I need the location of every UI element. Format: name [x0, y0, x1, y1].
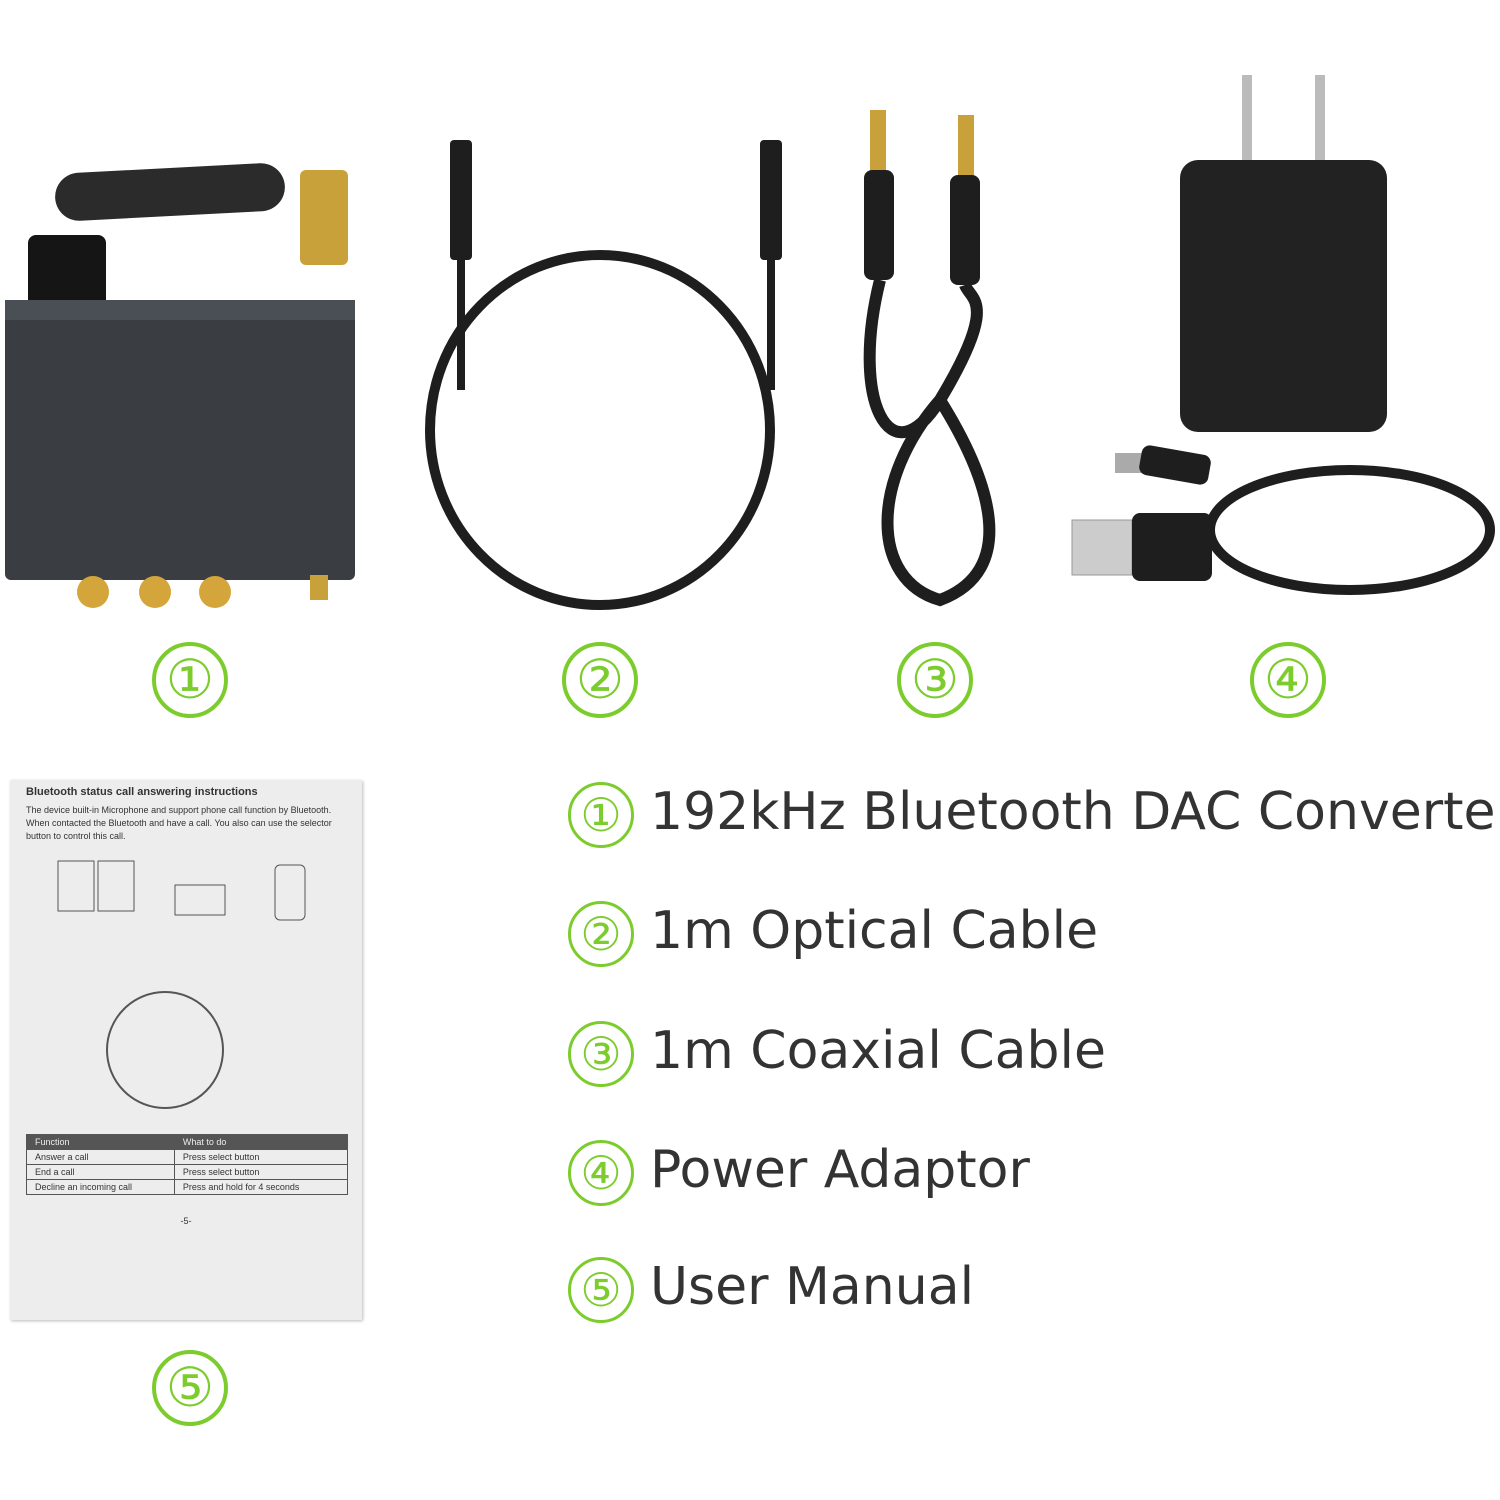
list-item-4: Power Adaptor	[650, 1140, 1030, 1200]
user-manual-image: Bluetooth status call answering instruct…	[10, 780, 362, 1320]
list-item-1: 192kHz Bluetooth DAC Converter	[650, 782, 1500, 842]
manual-illustration	[57, 860, 306, 1109]
item-number-5: ⑤	[152, 1350, 228, 1426]
list-number-3: ③	[568, 1021, 634, 1087]
item-number-3: ③	[897, 642, 973, 718]
list-item-5: User Manual	[650, 1257, 975, 1317]
list-number-1: ①	[568, 782, 634, 848]
list-item-3: 1m Coaxial Cable	[650, 1021, 1106, 1081]
list-number-5: ⑤	[568, 1257, 634, 1323]
power-adaptor-image	[1180, 75, 1387, 432]
manual-title: Bluetooth status call answering instruct…	[26, 786, 258, 798]
optical-cable-image	[425, 140, 782, 610]
item-number-4: ④	[1250, 642, 1326, 718]
item-number-2: ②	[562, 642, 638, 718]
list-number-4: ④	[568, 1140, 634, 1206]
list-item-2: 1m Optical Cable	[650, 901, 1099, 961]
item-number-1: ①	[152, 642, 228, 718]
usb-cable-image	[1071, 445, 1495, 595]
dac-converter-image	[5, 163, 355, 608]
coaxial-cable-image	[863, 110, 996, 607]
list-number-2: ②	[568, 901, 634, 967]
manual-page-number: -5-	[180, 1216, 192, 1226]
manual-body: The device built-in Microphone and suppo…	[26, 805, 332, 841]
